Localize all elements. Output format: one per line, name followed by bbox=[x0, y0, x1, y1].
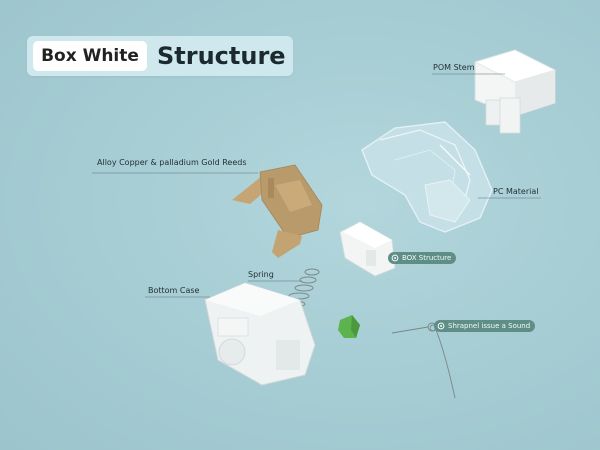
title-structure: Structure bbox=[157, 42, 286, 70]
box-structure-part bbox=[339, 221, 396, 277]
label-pom-stem: POM Stem bbox=[433, 63, 475, 72]
label-spring: Spring bbox=[248, 270, 274, 279]
pill-shrapnel: Shrapnel issue a Sound bbox=[434, 320, 536, 332]
alloy-reeds-part bbox=[232, 164, 323, 258]
label-bottom-case: Bottom Case bbox=[148, 286, 200, 295]
label-pc-material: PC Material bbox=[493, 187, 539, 196]
bottom-case-part bbox=[204, 282, 316, 386]
title-badge: Box White Structure bbox=[27, 36, 293, 76]
location-pin-icon bbox=[437, 322, 445, 330]
pill-box-structure: BOX Structure bbox=[388, 252, 457, 264]
location-pin-icon bbox=[391, 254, 399, 262]
pc-top-housing-part bbox=[361, 121, 493, 233]
pill-shrapnel-text: Shrapnel issue a Sound bbox=[448, 322, 531, 330]
pom-stem-part bbox=[473, 49, 557, 134]
shrapnel-part bbox=[391, 322, 456, 399]
pill-box-structure-text: BOX Structure bbox=[402, 254, 452, 262]
title-box-white: Box White bbox=[33, 41, 147, 71]
label-alloy-reeds: Alloy Copper & palladium Gold Reeds bbox=[97, 158, 247, 167]
green-slider-part bbox=[338, 315, 360, 338]
